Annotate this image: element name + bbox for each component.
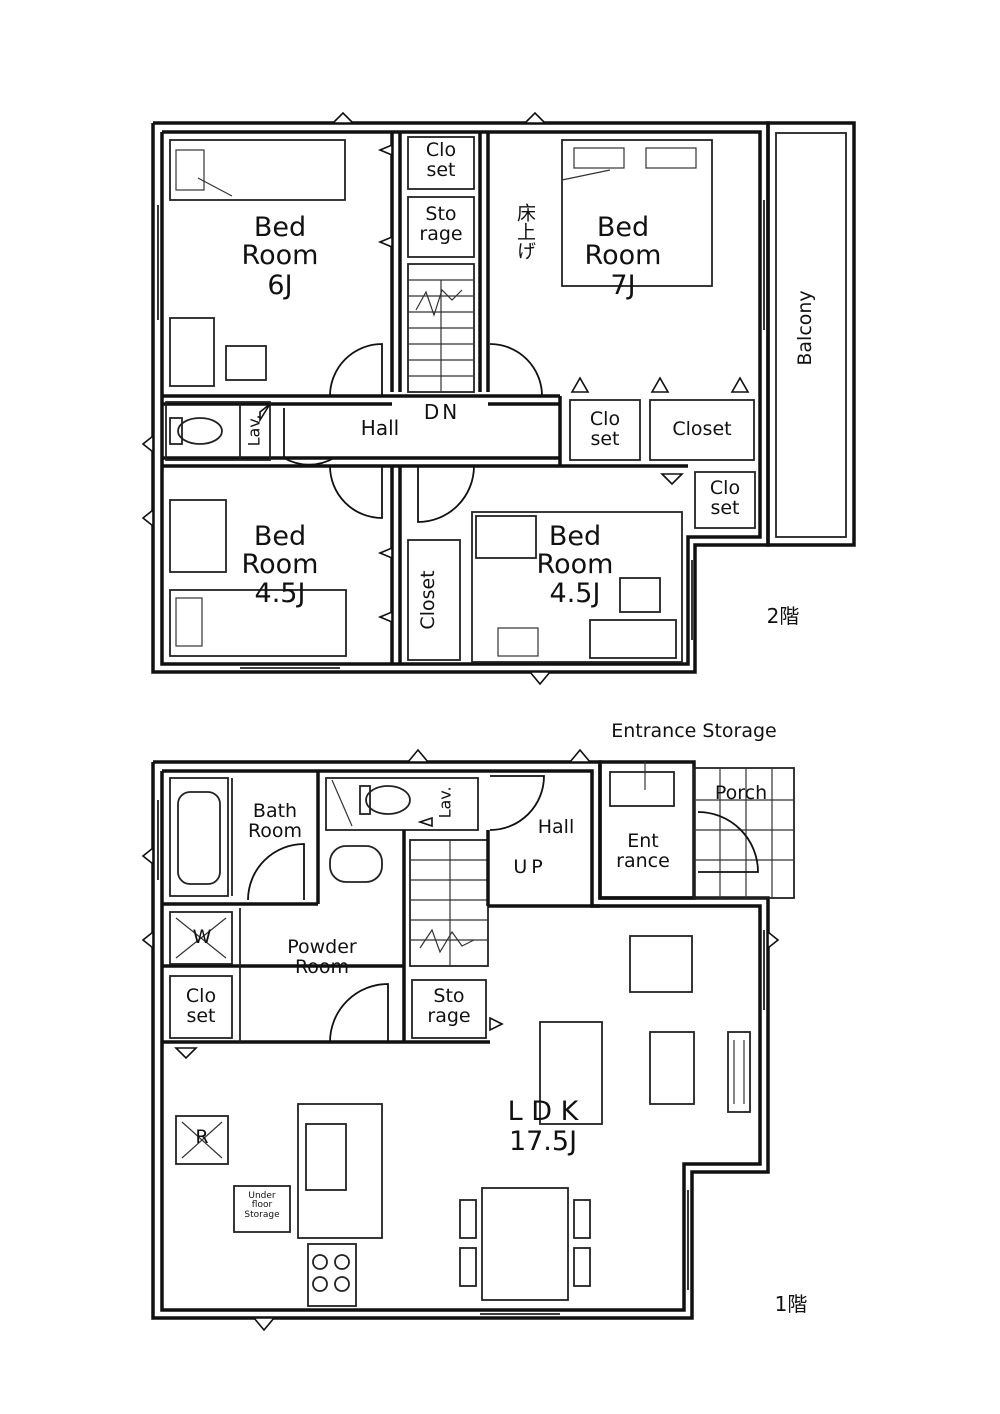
closet-mid-label: Clo set [589,408,621,450]
bedroom-45j-right-name: Bed Room [536,521,614,581]
balcony-label: Balcony [794,290,817,366]
washer-label: W [192,926,212,948]
storage-1f-label: Sto rage [427,985,471,1027]
bedroom-6j-size: 6J [267,270,293,301]
closet-right-label: Closet [672,418,732,440]
hall-2f-label: Hall [360,416,400,440]
closet-top-label: Clo set [425,139,457,181]
lav-1f-label: Lav. [435,786,455,819]
bedroom-7j-name: Bed Room [584,212,662,272]
first-floor-walls [141,748,795,1332]
closet-corner-label: Clo set [709,477,741,519]
bath-room-label: Bath Room [247,800,303,842]
bedroom-45j-right-size: 4.5J [549,578,601,609]
raised-floor-note: 床上げ [514,202,536,260]
floor-1-label: 1階 [774,1292,808,1316]
ldk-name: L D K [507,1096,579,1127]
ldk-size: 17.5J [508,1126,578,1157]
entrance-storage-label: Entrance Storage [611,720,777,742]
floor-2-label: 2階 [766,604,800,628]
bedroom-45j-left-size: 4.5J [254,578,306,609]
entrance-label: Ent rance [616,830,670,872]
lav-2f-label: Lav. [244,414,264,447]
bedroom-6j-name: Bed Room [241,212,319,272]
underfloor-storage-label: Under floor Storage [244,1191,280,1220]
second-floor-walls [141,111,856,686]
stairs-down-label: DN [423,400,461,424]
refrigerator-label: R [195,1126,209,1148]
stairs-up-label: UP [513,856,547,878]
storage-top-label: Sto rage [419,203,463,245]
closet-1f-label: Clo set [185,985,217,1027]
hall-1f-label: Hall [537,816,575,838]
porch-label: Porch [714,782,768,804]
closet-vertical-label: Closet [417,570,440,630]
bedroom-7j-size: 7J [610,270,636,301]
powder-room-label: Powder Room [287,936,357,978]
bedroom-45j-left-name: Bed Room [241,521,319,581]
